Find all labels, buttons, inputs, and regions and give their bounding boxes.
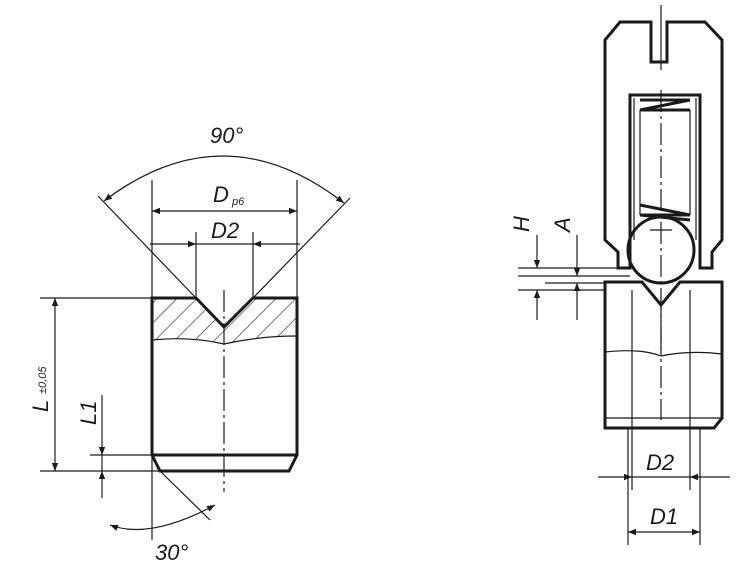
pin-side-view: 90° D p6 D2 L ±0,05 L1 30°	[28, 123, 351, 565]
housing	[603, 20, 724, 270]
dim-l-tolerance: ±0,05	[37, 366, 49, 394]
dim-a-label: A	[550, 217, 575, 234]
dim-d-label: D	[213, 182, 229, 207]
angle-arc-90	[103, 155, 345, 204]
dim-l-label: L	[28, 400, 53, 412]
angle-arc-30	[109, 504, 216, 531]
dim-d2-label: D2	[211, 218, 239, 243]
spring	[639, 98, 691, 222]
dim-d2-right-label: D2	[646, 450, 674, 475]
ball	[626, 215, 696, 285]
plunger-assembly-view: H A D2 D1	[509, 5, 730, 545]
dim-h-label: H	[509, 216, 534, 232]
angle-90-label: 90°	[210, 123, 243, 148]
dim-d1-label: D1	[650, 504, 678, 529]
angle-30-label: 30°	[155, 540, 188, 565]
dim-d-tolerance: p6	[231, 196, 245, 208]
dim-l1-label: L1	[76, 401, 101, 425]
